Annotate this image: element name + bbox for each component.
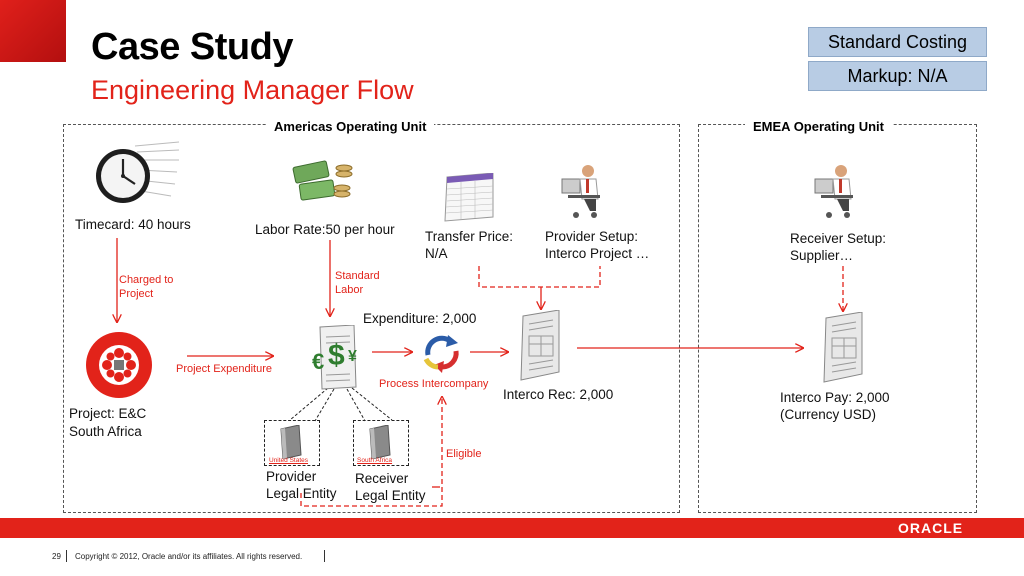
svg-text:€: € (312, 349, 324, 374)
provider-setup-label-1: Provider Setup: (545, 229, 639, 244)
money-icon (292, 160, 353, 201)
united-states-tag: United States (269, 457, 309, 464)
copyright-text: Copyright © 2012, Oracle and/or its affi… (75, 552, 303, 561)
expenditure-to-provider-line-2 (314, 388, 335, 422)
corner-accent (0, 0, 66, 62)
transfer-price-label-2: N/A (425, 246, 448, 261)
emea-unit-label: EMEA Operating Unit (745, 119, 892, 134)
charged-to-label-1: Charged to (119, 274, 174, 286)
project-reel-icon (86, 332, 152, 398)
slide-subtitle: Engineering Manager Flow (91, 75, 414, 105)
expenditure-to-receiver-line-2 (351, 387, 393, 421)
svg-text:$: $ (328, 339, 345, 372)
interco-pay-label-2: (Currency USD) (780, 407, 877, 422)
expenditure-to-receiver-line (346, 388, 366, 422)
spreadsheet-icon (444, 173, 494, 222)
receiver-entity-label-2: Legal Entity (355, 488, 426, 503)
expenditure-to-provider-line (289, 387, 329, 421)
provider-entity-label-1: Provider (266, 469, 317, 484)
americas-unit-label: Americas Operating Unit (266, 119, 435, 134)
receiver-setup-label-1: Receiver Setup: (790, 231, 887, 246)
standard-labor-label-2: Labor (335, 284, 364, 296)
project-label-1: Project: E&C (69, 406, 147, 421)
process-intercompany-label: Process Intercompany (379, 378, 489, 390)
receiver-entity-box: South Africa (353, 420, 409, 466)
provider-person-icon (561, 165, 600, 218)
timecard-label: Timecard: 40 hours (75, 217, 191, 232)
process-cycle-icon (423, 335, 459, 373)
south-africa-tag: South Africa (357, 457, 393, 464)
footer-divider-right (324, 550, 325, 562)
interco-rec-document-icon (520, 310, 560, 381)
slide-title: Case Study (91, 26, 293, 68)
provider-entity-box: United States (264, 420, 320, 466)
eligible-arrow (300, 397, 442, 507)
labor-rate-label: Labor Rate:50 per hour (255, 222, 395, 237)
project-expenditure-label: Project Expenditure (176, 363, 272, 375)
receiver-entity-label-1: Receiver (355, 471, 409, 486)
provider-setup-label-2: Interco Project … (545, 246, 650, 261)
setup-bracket (478, 266, 601, 288)
interco-pay-document-icon (823, 312, 863, 383)
footer-divider-left (66, 550, 67, 562)
interco-pay-label-1: Interco Pay: 2,000 (780, 390, 890, 405)
svg-text:¥: ¥ (348, 348, 357, 365)
expenditure-label: Expenditure: 2,000 (363, 311, 477, 326)
interco-rec-label: Interco Rec: 2,000 (503, 387, 614, 402)
footer-bar (0, 518, 1024, 538)
standard-labor-label-1: Standard (335, 270, 380, 282)
transfer-price-label-1: Transfer Price: (425, 229, 514, 244)
clock-icon (96, 141, 180, 203)
provider-building-icon (280, 425, 302, 459)
oracle-logo: ORACLE (898, 520, 964, 536)
receiver-setup-label-2: Supplier… (790, 248, 854, 263)
page-number: 29 (52, 552, 61, 561)
charged-to-label-2: Project (119, 288, 154, 300)
receiver-person-icon (814, 165, 853, 218)
eligible-label: Eligible (446, 448, 482, 460)
project-label-2: South Africa (69, 424, 142, 439)
provider-entity-label-2: Legal Entity (266, 486, 337, 501)
receiver-building-icon (369, 425, 391, 459)
expenditure-document-icon: € $ ¥ (312, 325, 357, 390)
standard-costing-badge: Standard Costing (808, 27, 987, 57)
markup-badge: Markup: N/A (808, 61, 987, 91)
